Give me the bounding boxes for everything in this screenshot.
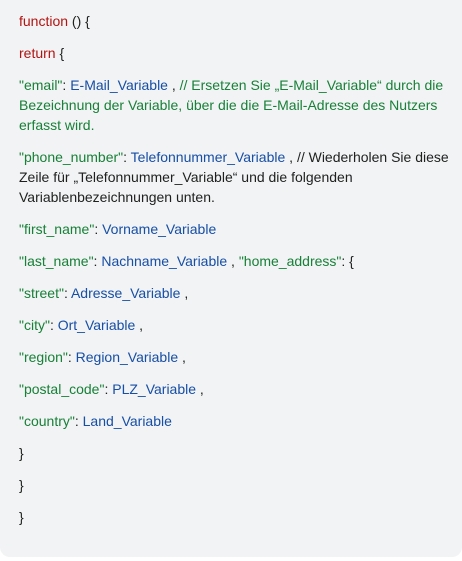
city-variable: Ort_Variable [57, 317, 136, 333]
closing-brace-address: } [19, 445, 24, 461]
first-name-key: "first_name" [19, 221, 95, 237]
region-key: "region" [19, 349, 68, 365]
postal-code-separator: , [196, 381, 204, 397]
code-line-phone: "phone_number": Telefonnummer_Variable ,… [19, 147, 459, 207]
last-name-colon: : [93, 253, 102, 269]
code-line-country: "country": Land_Variable [19, 411, 459, 431]
street-variable: Adresse_Variable [70, 285, 181, 301]
last-name-key: "last_name" [19, 253, 94, 269]
postal-code-colon: : [104, 381, 113, 397]
home-address-key: "home_address" [238, 253, 342, 269]
region-colon: : [67, 349, 76, 365]
region-variable: Region_Variable [75, 349, 179, 365]
code-line-close-function: } [19, 507, 459, 527]
email-variable: E-Mail_Variable [70, 77, 168, 93]
code-line-city: "city": Ort_Variable , [19, 315, 459, 335]
phone-separator: , [285, 149, 297, 165]
city-key: "city" [19, 317, 50, 333]
home-address-open: : { [341, 253, 354, 269]
function-keyword: function [19, 13, 69, 29]
street-separator: , [180, 285, 189, 301]
region-separator: , [178, 349, 186, 365]
phone-key: "phone_number" [19, 149, 124, 165]
postal-code-variable: PLZ_Variable [112, 381, 197, 397]
return-brace: { [55, 45, 65, 61]
phone-colon: : [123, 149, 131, 165]
country-key: "country" [19, 413, 75, 429]
code-line-function: function () { [19, 11, 459, 31]
country-colon: : [74, 413, 83, 429]
email-separator: , [167, 77, 180, 93]
code-line-street: "street": Adresse_Variable , [19, 283, 459, 303]
city-colon: : [49, 317, 58, 333]
code-line-return: return { [19, 43, 459, 63]
first-name-colon: : [94, 221, 103, 237]
code-line-email: "email": E-Mail_Variable , // Ersetzen S… [19, 75, 459, 135]
code-line-first-name: "first_name": Vorname_Variable [19, 219, 459, 239]
last-name-variable: Nachname_Variable [101, 253, 228, 269]
phone-comment: // Wiederholen Sie diese Zeile für „Tele… [19, 149, 453, 205]
postal-code-key: "postal_code" [19, 381, 105, 397]
street-key: "street" [19, 285, 64, 301]
code-line-postal-code: "postal_code": PLZ_Variable , [19, 379, 459, 399]
city-separator: , [135, 317, 144, 333]
phone-variable: Telefonnummer_Variable [130, 149, 286, 165]
code-line-last-name: "last_name": Nachname_Variable , "home_a… [19, 251, 459, 271]
code-line-region: "region": Region_Variable , [19, 347, 459, 367]
code-line-close-return: } [19, 475, 459, 495]
email-comment: // Ersetzen Sie „E-Mail_Variable“ durch … [19, 77, 448, 133]
last-name-separator: , [227, 253, 239, 269]
country-variable: Land_Variable [82, 413, 172, 429]
first-name-variable: Vorname_Variable [102, 221, 217, 237]
closing-brace-function: } [19, 509, 24, 525]
code-line-close-address: } [19, 443, 459, 463]
return-keyword: return [19, 45, 56, 61]
email-colon: : [62, 77, 71, 93]
street-colon: : [63, 285, 71, 301]
function-signature: () { [68, 13, 90, 29]
closing-brace-return: } [19, 477, 24, 493]
email-key: "email" [19, 77, 63, 93]
